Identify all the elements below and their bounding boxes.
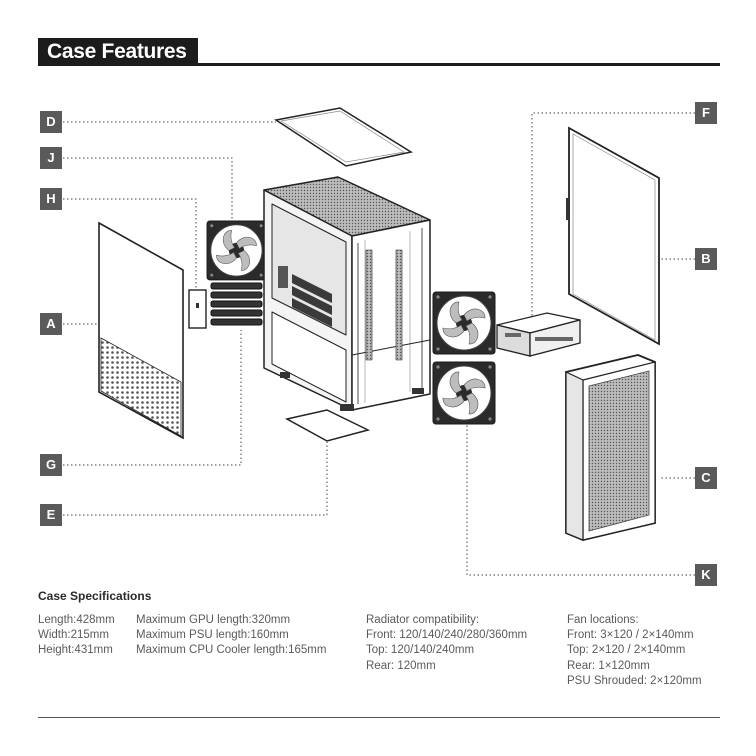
spec-height: Height:431mm [38, 644, 113, 657]
spec-radiator: Radiator compatibility: Front: 120/140/2… [366, 613, 527, 674]
label-k: K [695, 564, 717, 586]
label-a: A [40, 313, 62, 335]
spec-fans: Fan locations: Front: 3×120 / 2×140mm To… [567, 613, 702, 689]
spec-radiator-front: Front: 120/140/240/280/360mm [366, 629, 528, 642]
psu-dust-filter [284, 409, 371, 442]
spec-max-cooler: Maximum CPU Cooler length:165mm [136, 644, 327, 657]
front-fan-upper [432, 291, 496, 355]
front-panel [98, 221, 184, 440]
spec-fans-title: Fan locations: [567, 614, 639, 626]
label-f: F [695, 102, 717, 124]
spec-maximums: Maximum GPU length:320mm Maximum PSU len… [136, 613, 326, 659]
spec-fans-top: Top: 2×120 / 2×140mm [567, 644, 686, 657]
spec-length: Length:428mm [38, 614, 115, 626]
spec-fans-front: Front: 3×120 / 2×140mm [567, 629, 694, 642]
rear-fan [206, 220, 267, 281]
spec-fans-psu: PSU Shrouded: 2×120mm [567, 674, 702, 687]
spec-radiator-title: Radiator compatibility: [366, 614, 480, 626]
spec-radiator-rear: Rear: 120mm [366, 659, 436, 672]
chassis [263, 176, 431, 411]
page-title: Case Features [38, 38, 198, 66]
label-e: E [40, 504, 62, 526]
label-j: J [40, 147, 62, 169]
label-g: G [40, 454, 62, 476]
spec-fans-rear: Rear: 1×120mm [567, 659, 650, 672]
label-b: B [695, 248, 717, 270]
label-c: C [695, 467, 717, 489]
label-h: H [40, 188, 62, 210]
specs-heading: Case Specifications [38, 589, 152, 603]
front-fan-lower [432, 361, 496, 425]
drive-cage [496, 312, 581, 357]
title-rule [38, 63, 720, 66]
top-dust-filter [274, 107, 413, 167]
spec-width: Width:215mm [38, 629, 109, 642]
title-block: Case Features [38, 38, 720, 68]
spec-max-psu: Maximum PSU length:160mm [136, 629, 289, 642]
side-glass-panel [566, 126, 660, 346]
front-mesh-grille [565, 354, 656, 541]
spec-max-gpu: Maximum GPU length:320mm [136, 614, 291, 626]
label-d: D [40, 111, 62, 133]
spec-dimensions: Length:428mm Width:215mm Height:431mm [38, 613, 115, 659]
bottom-rule [38, 717, 720, 718]
pcie-slot-covers [210, 282, 263, 326]
spec-radiator-top: Top: 120/140/240mm [366, 644, 475, 657]
leader-lines [63, 112, 695, 576]
io-cover [188, 289, 207, 329]
